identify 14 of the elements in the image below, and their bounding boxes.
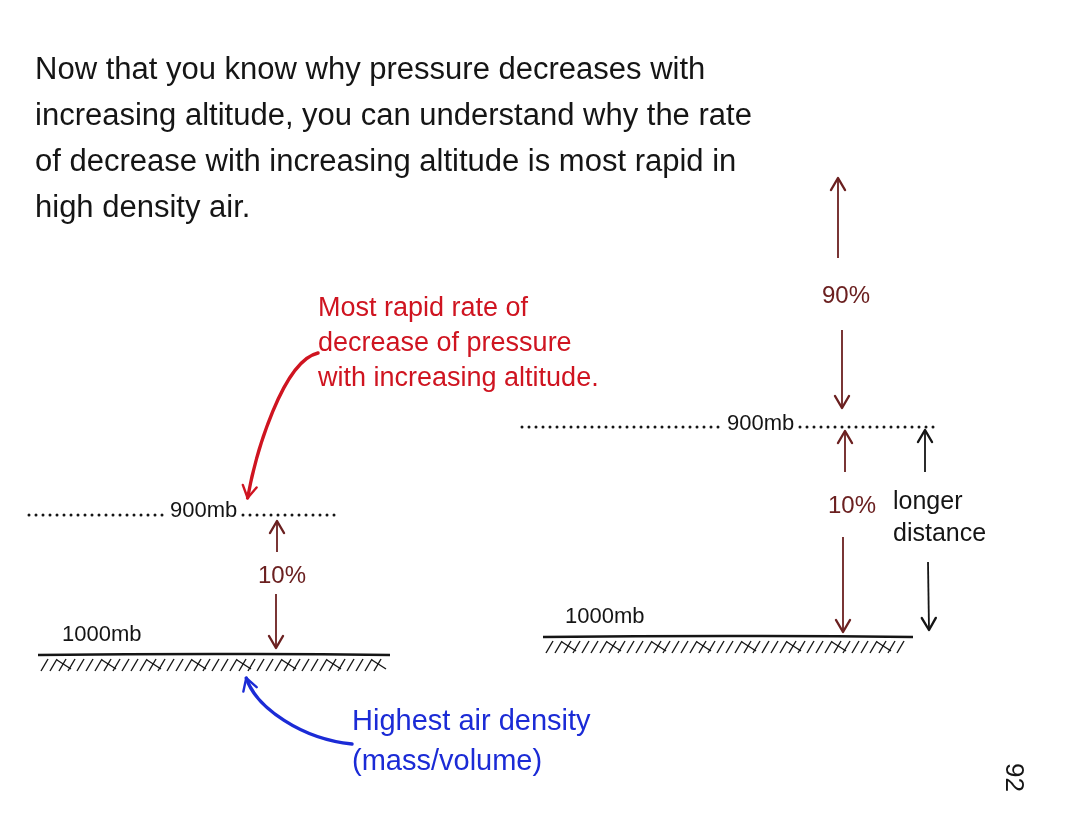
curved-arrow xyxy=(243,676,354,746)
callout-text: Most rapid rate of decrease of pressure with increasing altitude. xyxy=(318,290,603,395)
pressure-label: 1000mb xyxy=(62,622,142,646)
distance-label: longer distance xyxy=(893,485,988,548)
intro-paragraph: Now that you know why pressure decreases with increasing altitude, you can understand why the rate of decrease with increasing altitude is most rapid in high density air. xyxy=(35,50,753,226)
percent-label: 90% xyxy=(822,280,871,309)
percent-label: 10% xyxy=(828,490,877,519)
curved-arrow xyxy=(241,351,320,500)
pressure-label: 900mb xyxy=(170,498,238,522)
pressure-label: 900mb xyxy=(727,411,795,435)
callout-text: Highest air density (mass/volume) xyxy=(352,700,672,780)
percent-label: 10% xyxy=(258,560,307,589)
pressure-label: 1000mb xyxy=(565,604,645,628)
page-number: 92 xyxy=(998,763,1030,792)
